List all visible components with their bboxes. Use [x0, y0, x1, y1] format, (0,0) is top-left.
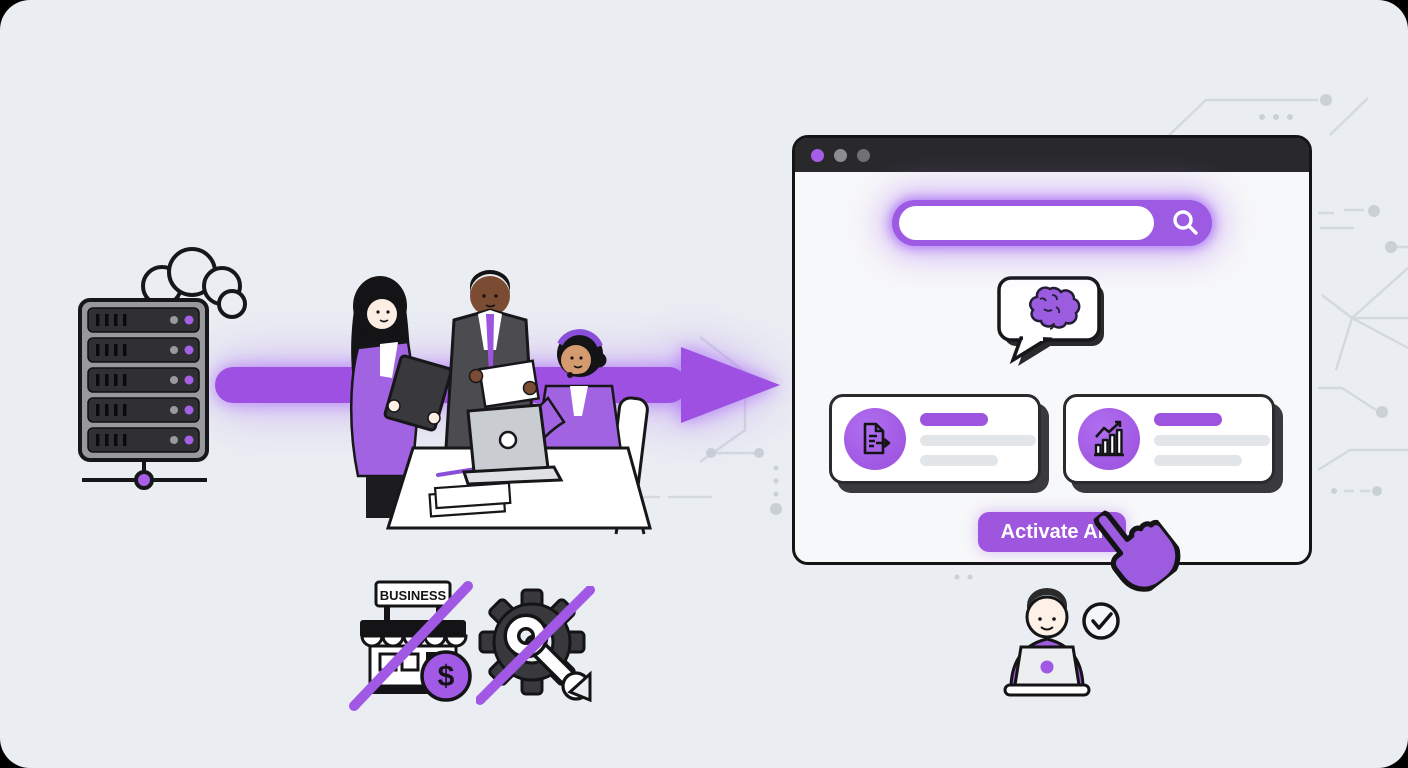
- search-button[interactable]: [1158, 200, 1212, 246]
- woman-with-tablet: [350, 276, 453, 518]
- server-rack-icon: [78, 247, 247, 490]
- gear-wrench-icon: [476, 586, 595, 705]
- awning-icon: [360, 620, 466, 638]
- business-team-illustration: [350, 270, 652, 535]
- card-skeleton-line: [920, 454, 998, 466]
- headset-icon: [557, 329, 603, 348]
- bar-chart-growth-icon: [1078, 408, 1140, 470]
- window-dot-purple[interactable]: [811, 148, 824, 162]
- laptop-icon: [1003, 645, 1091, 697]
- result-card-document[interactable]: [829, 394, 1041, 484]
- card-skeleton-line: [1154, 434, 1270, 446]
- storefront-icon: BUSINESS $: [349, 580, 473, 711]
- person-at-laptop-icon: [1003, 588, 1120, 697]
- result-card-analytics[interactable]: [1063, 394, 1275, 484]
- check-circle-icon: [1082, 602, 1120, 640]
- document-export-icon: [844, 408, 906, 470]
- card-skeleton-line: [920, 434, 1036, 446]
- browser-titlebar: [795, 138, 1309, 172]
- search-input[interactable]: [899, 206, 1154, 240]
- pen-icon: [436, 467, 478, 477]
- window-dot-gray2[interactable]: [857, 148, 870, 162]
- brain-icon: [1028, 286, 1081, 330]
- hand-pointer-cursor: [1088, 506, 1181, 598]
- window-dot-gray1[interactable]: [834, 148, 847, 162]
- slash-icon: [349, 581, 473, 711]
- papers-icon: [428, 481, 512, 518]
- card-skeleton-line: [1154, 454, 1242, 466]
- dollar-symbol: $: [438, 660, 455, 693]
- browser-window: Activate AI: [792, 135, 1312, 565]
- magnifier-icon: [1173, 210, 1198, 235]
- business-sign-label: BUSINESS: [380, 588, 447, 603]
- result-cards: [795, 394, 1309, 484]
- ai-speech-bubble: [997, 276, 1104, 366]
- card-title-bar: [1154, 412, 1222, 426]
- laptop-icon: [461, 403, 564, 486]
- network-node-icon: [134, 470, 154, 490]
- slash-icon: [476, 586, 595, 705]
- desk: [385, 446, 652, 530]
- search-bar: [892, 200, 1212, 246]
- card-title-bar: [920, 412, 988, 426]
- dollar-coin-icon: $: [420, 650, 472, 702]
